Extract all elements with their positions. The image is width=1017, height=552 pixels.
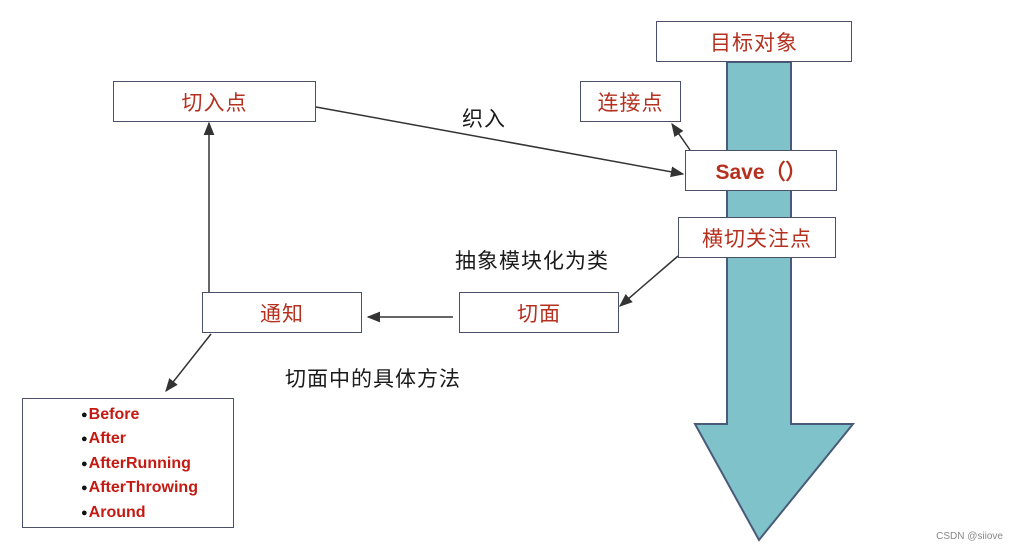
aspect-label: 切面 bbox=[517, 301, 561, 326]
advice-to-types-edge bbox=[165, 333, 212, 393]
weaving-label: 织入 bbox=[462, 107, 506, 131]
crosscutting-concern-node: 横切关注点 bbox=[678, 217, 836, 258]
target-object-label: 目标对象 bbox=[710, 30, 798, 55]
advice-type-item: ●Around bbox=[81, 503, 146, 521]
target-object-node: 目标对象 bbox=[656, 21, 852, 62]
execution-flow-arrow bbox=[693, 61, 856, 542]
aspect-methods-label: 切面中的具体方法 bbox=[285, 367, 461, 391]
save-method-label: Save（） bbox=[715, 160, 807, 184]
modularize-label: 抽象模块化为类 bbox=[455, 249, 609, 273]
weaving-edge bbox=[315, 106, 685, 178]
advice-node: 通知 bbox=[202, 292, 362, 333]
advice-type-item: ●AfterRunning bbox=[81, 454, 191, 472]
join-point-label: 连接点 bbox=[597, 90, 664, 115]
save-method-node: Save（） bbox=[685, 150, 837, 191]
pointcut-node: 切入点 bbox=[113, 81, 316, 122]
bullet-dot-icon: ● bbox=[81, 506, 88, 519]
bullet-dot-icon: ● bbox=[81, 433, 88, 446]
join-point-node: 连接点 bbox=[580, 81, 681, 122]
pointcut-label: 切入点 bbox=[181, 90, 248, 115]
concern-to-aspect-edge bbox=[618, 255, 679, 307]
save-to-joinpoint-edge bbox=[671, 122, 691, 151]
bullet-dot-icon: ● bbox=[81, 409, 88, 421]
crosscutting-concern-label: 横切关注点 bbox=[702, 226, 812, 251]
advice-type-item: ●After bbox=[81, 430, 126, 448]
aspect-node: 切面 bbox=[459, 292, 619, 333]
advice-type-item: ●Before bbox=[81, 406, 140, 423]
advice-label: 通知 bbox=[260, 301, 304, 326]
advice-type-item: ●AfterThrowing bbox=[81, 479, 198, 497]
watermark: CSDN @siiove bbox=[936, 531, 1003, 542]
advice-types-box: ●Before ●After ●AfterRunning ●AfterThrow… bbox=[22, 398, 234, 528]
bullet-dot-icon: ● bbox=[81, 457, 88, 470]
bullet-dot-icon: ● bbox=[81, 482, 88, 495]
